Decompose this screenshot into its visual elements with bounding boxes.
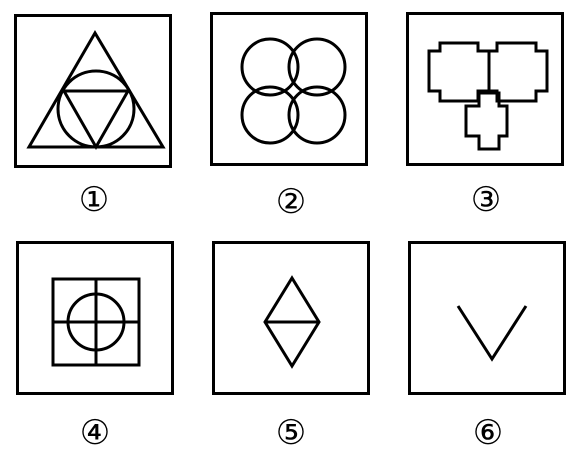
- figure-5-label: ⑤: [275, 413, 307, 453]
- figure-1-label: ①: [78, 180, 110, 220]
- four-circles-icon: [240, 37, 347, 145]
- rhombus-icon: [263, 275, 321, 369]
- triangle-circle-triangle-icon: [26, 30, 166, 151]
- square-circle-cross-icon: [51, 277, 141, 367]
- v-shape-icon: [456, 305, 528, 362]
- figure-6-panel: [408, 241, 566, 395]
- figure-6-label: ⑥: [472, 413, 504, 453]
- figure-2-panel: [210, 12, 368, 166]
- figure-3-label: ③: [470, 180, 502, 220]
- figure-1-panel: [14, 14, 172, 168]
- figure-4-panel: [16, 241, 174, 395]
- figure-5-panel: [212, 241, 370, 395]
- figure-2-label: ②: [275, 182, 307, 222]
- figure-3-panel: [406, 12, 564, 166]
- figure-4-label: ④: [79, 413, 111, 453]
- cross-shapes-icon: [427, 41, 549, 151]
